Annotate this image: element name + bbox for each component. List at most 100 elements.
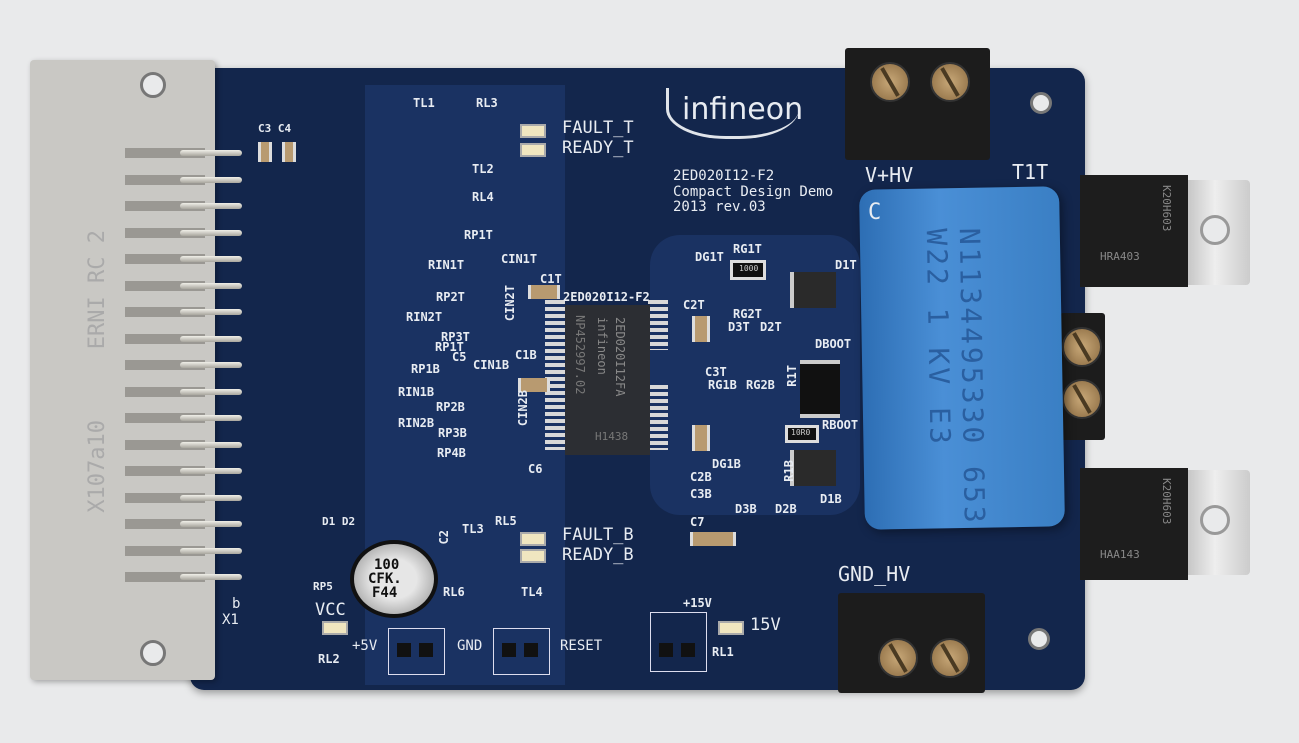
label: C3 C4 bbox=[258, 122, 292, 135]
connector-part: X107a10 bbox=[85, 420, 110, 513]
connector-slot bbox=[125, 333, 205, 344]
connector-pin bbox=[180, 335, 242, 342]
label: RP5 bbox=[313, 580, 333, 593]
label: RP2T bbox=[436, 290, 465, 304]
connector-slot bbox=[125, 174, 205, 185]
label: RL6 bbox=[443, 585, 465, 599]
led-fault-t bbox=[520, 124, 546, 138]
label: C1T bbox=[540, 272, 562, 286]
connector-slot bbox=[125, 201, 205, 211]
capacitor-c1t bbox=[528, 285, 560, 299]
electrolytic-capacitor: 100 CFK. F44 bbox=[350, 540, 438, 618]
label: RL1 bbox=[712, 645, 734, 659]
connector-pin bbox=[180, 150, 242, 156]
gate-driver-ic: NP452997.02 infineon 2ED020I12FA H1438 bbox=[565, 305, 650, 455]
mount-hole bbox=[1030, 92, 1052, 114]
connector-hole bbox=[140, 72, 166, 98]
label-gnd-hv: GND_HV bbox=[838, 562, 911, 586]
chip-leads bbox=[545, 300, 565, 450]
label-fault-t: FAULT_T bbox=[562, 118, 634, 138]
label-chip: 2ED020I12-F2 bbox=[563, 290, 650, 304]
label: D2B bbox=[775, 502, 797, 516]
label: RG1T bbox=[733, 242, 762, 256]
led-vcc bbox=[322, 621, 348, 635]
label: C2B bbox=[690, 470, 712, 484]
label: C5 bbox=[452, 350, 467, 364]
board-subtitle: Compact Design Demo bbox=[673, 184, 834, 200]
label: D1B bbox=[820, 492, 842, 506]
jumper-reset[interactable] bbox=[493, 628, 550, 675]
label: RP2B bbox=[436, 400, 465, 414]
connector-slot bbox=[125, 360, 205, 370]
connector-pin bbox=[180, 362, 242, 368]
connector-slot bbox=[125, 413, 205, 423]
transistor-marking: K20H603 bbox=[1160, 478, 1173, 525]
label: RL3 bbox=[476, 96, 498, 110]
jumper-15v[interactable] bbox=[650, 612, 707, 672]
infineon-logo-swoosh bbox=[666, 88, 799, 139]
label: TL4 bbox=[521, 585, 543, 599]
connector-pin bbox=[180, 574, 242, 580]
label: C2 bbox=[437, 530, 451, 545]
transistor-marking: K20H603 bbox=[1160, 185, 1173, 232]
label: C6 bbox=[528, 462, 543, 476]
connector-slot bbox=[125, 307, 205, 317]
label: CIN2T bbox=[503, 285, 517, 322]
transistor-tab bbox=[1180, 470, 1250, 575]
label: RL4 bbox=[472, 190, 494, 204]
transistor-lot: HRA403 bbox=[1100, 250, 1140, 263]
connector-slot bbox=[125, 572, 205, 582]
connector-slot bbox=[125, 280, 205, 291]
label: RIN2T bbox=[406, 310, 443, 324]
label: D1 D2 bbox=[322, 515, 356, 528]
connector-pin bbox=[180, 309, 242, 315]
label: C1B bbox=[515, 348, 537, 362]
connector-slot bbox=[125, 492, 205, 503]
connector-text: ERNI RC 2 bbox=[85, 230, 110, 350]
label: RIN1T bbox=[428, 258, 465, 272]
connector-slot bbox=[125, 439, 205, 450]
label-b: b bbox=[232, 596, 241, 612]
label: CIN1T bbox=[501, 252, 538, 266]
diode-d1b bbox=[790, 450, 836, 486]
label: RG2B bbox=[746, 378, 775, 392]
label-x1: X1 bbox=[222, 612, 239, 628]
label: CIN2B bbox=[516, 390, 530, 427]
led-ready-t bbox=[520, 143, 546, 157]
jumper-5v[interactable] bbox=[388, 628, 445, 675]
transformer-marking: N1134495330 653 W22 1 KV E3 bbox=[919, 227, 991, 526]
transistor-t1b: K20H603 HAA143 bbox=[1080, 468, 1188, 580]
label-gnd: GND bbox=[457, 638, 483, 654]
connector-slot bbox=[125, 254, 205, 264]
label: DG1T bbox=[695, 250, 724, 264]
label: C3T bbox=[705, 365, 727, 379]
connector-slot bbox=[125, 545, 205, 556]
capacitor-c2t bbox=[692, 316, 710, 342]
diode-dboot bbox=[800, 360, 840, 418]
capacitor-c2b bbox=[692, 425, 710, 451]
capacitor bbox=[518, 378, 550, 392]
label: RP4B bbox=[437, 446, 466, 460]
label: RP1B bbox=[411, 362, 440, 376]
terminal-block-gnd-hv[interactable] bbox=[838, 593, 985, 693]
terminal-block-mid[interactable] bbox=[1060, 313, 1105, 440]
label: RL5 bbox=[495, 514, 517, 528]
label: R1T bbox=[785, 365, 799, 387]
capacitor-c7 bbox=[690, 532, 736, 546]
terminal-block-vhv[interactable] bbox=[845, 48, 990, 160]
label: D2T bbox=[760, 320, 782, 334]
connector-pin bbox=[180, 203, 242, 209]
label: CIN1B bbox=[473, 358, 510, 372]
pulse-transformer: N1134495330 653 W22 1 KV E3 bbox=[859, 186, 1065, 530]
connector-slot bbox=[125, 519, 205, 529]
connector-pin bbox=[180, 282, 242, 289]
label: RP1T bbox=[435, 340, 464, 354]
led-15v bbox=[718, 621, 744, 635]
connector-slot bbox=[125, 227, 205, 238]
label-t1t: T1T bbox=[1012, 160, 1049, 184]
label: D3T bbox=[728, 320, 750, 334]
connector-slot bbox=[125, 466, 205, 476]
chip-leads bbox=[648, 300, 668, 350]
chip-leads bbox=[648, 385, 668, 450]
connector-pin bbox=[180, 229, 242, 236]
